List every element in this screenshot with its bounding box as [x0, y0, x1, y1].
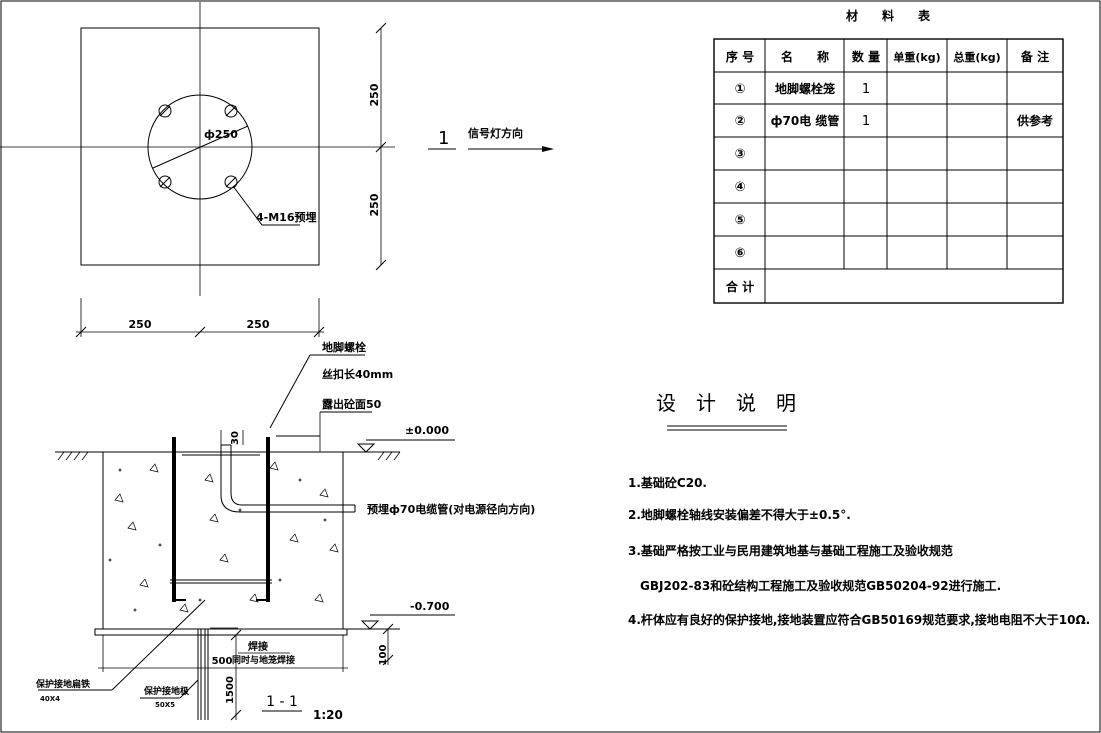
- dim-h1: 250: [129, 318, 152, 331]
- section-label: 1 - 1: [266, 694, 298, 710]
- header-name: 名 称: [781, 49, 829, 64]
- header-unit-weight: 单重(kg): [893, 50, 940, 64]
- note-item-3: 3.基础严格按工业与民用建筑地基与基础工程施工及验收规范: [628, 543, 953, 558]
- table-row: ⑥: [734, 246, 745, 261]
- svg-text:1: 1: [862, 82, 870, 97]
- svg-text:①: ①: [734, 82, 745, 97]
- table-row: ④: [734, 180, 745, 195]
- ground-rods: [197, 629, 209, 720]
- header-remark: 备 注: [1020, 49, 1049, 64]
- table-title: 材 料 表: [845, 8, 931, 23]
- svg-text:供参考: 供参考: [1016, 113, 1053, 128]
- direction-label: 信号灯方向: [468, 126, 523, 140]
- dim-100: 100: [378, 645, 389, 666]
- bolt-leader: [232, 185, 300, 226]
- header-no: 序 号: [726, 49, 754, 64]
- table-row: ③: [734, 147, 745, 162]
- svg-text:②: ②: [734, 114, 745, 129]
- svg-text:③: ③: [734, 147, 745, 162]
- diameter-line: [152, 125, 249, 169]
- material-table: 材 料 表 序 号 名 称 数 量 单重(kg) 总重(kg) 备 注 ①: [713, 8, 1064, 304]
- dim-h2: 250: [247, 318, 270, 331]
- note-item-3-cont: GBJ202-83和砼结构工程施工及验收规范GB50204-92进行施工.: [640, 578, 1001, 593]
- weld-note: 同时与地笼焊接: [232, 654, 295, 666]
- dim-v2: 250: [368, 193, 381, 216]
- note-item-4: 4.杆体应有良好的保护接地,接地装置应符合GB50169规范要求,接地电阻不大于…: [628, 612, 1090, 627]
- ground-flat-label: 保护接地扁铁: [35, 678, 90, 690]
- ground-rod-label: 保护接地极: [143, 685, 190, 697]
- circle-diameter-label: ф250: [204, 128, 238, 141]
- header-total-weight: 总重(kg): [953, 50, 1000, 64]
- notes-title: 设 计 说 明: [656, 391, 796, 415]
- dim-30: 30: [230, 431, 241, 445]
- direction-arrow-icon: [542, 146, 554, 152]
- level-bottom: -0.700: [410, 600, 450, 613]
- concrete-block: [102, 451, 344, 630]
- ground-rod-spec: 50X5: [155, 701, 175, 709]
- dim-1500: 1500: [225, 676, 236, 704]
- level-top: ±0.000: [405, 424, 449, 437]
- bolt-label: 4-M16预埋: [256, 210, 316, 224]
- anchor-bolt-right: [266, 437, 270, 602]
- exposed-label: 露出砼面50: [322, 397, 382, 411]
- note-item-2: 2.地脚螺栓轴线安装偏差不得大于±0.5°.: [628, 507, 851, 522]
- anchor-bolt-label: 地脚螺栓: [322, 340, 366, 354]
- svg-text:ф70电 缆管: ф70电 缆管: [771, 113, 840, 128]
- scale-label: 1:20: [313, 708, 343, 722]
- design-notes: 设 计 说 明 1.基础砼C20. 2.地脚螺栓轴线安装偏差不得大于±0.5°.…: [628, 391, 1090, 627]
- plan-view: ф250 4-M16预埋 250 250 250 250 1 信号灯方向: [0, 2, 554, 338]
- bolt-holes: [158, 104, 238, 189]
- svg-text:⑥: ⑥: [734, 246, 745, 261]
- header-qty: 数 量: [852, 49, 880, 64]
- dim-500: 500: [212, 656, 233, 667]
- thread-length-label: 丝扣长40mm: [322, 367, 393, 381]
- concrete-hatch: [108, 461, 339, 613]
- svg-text:地脚螺栓笼: 地脚螺栓笼: [775, 81, 835, 96]
- table-row: ⑤: [734, 213, 745, 228]
- dim-v1: 250: [368, 83, 381, 106]
- direction-number: 1: [438, 128, 449, 149]
- table-row: ① 地脚螺栓笼 1: [734, 81, 870, 97]
- note-item-1: 1.基础砼C20.: [628, 475, 707, 490]
- weld-label: 焊接: [248, 640, 268, 653]
- bolt-circle: [147, 94, 253, 200]
- svg-text:⑤: ⑤: [734, 213, 745, 228]
- svg-text:1: 1: [862, 114, 870, 129]
- svg-text:④: ④: [734, 180, 745, 195]
- ground-flat-spec: 40X4: [40, 695, 60, 703]
- anchor-bolt-left: [172, 437, 176, 602]
- base-pad: [94, 628, 348, 636]
- table-row: ② ф70电 缆管 1 供参考: [734, 113, 1053, 129]
- conduit-label: 预埋ф70电缆管(对电源径向方向): [367, 502, 535, 516]
- section-view: 预埋ф70电缆管(对电源径向方向) 30 地脚螺栓 丝扣长40mm 露出砼面50…: [35, 340, 535, 722]
- table-total-label: 合 计: [726, 279, 754, 294]
